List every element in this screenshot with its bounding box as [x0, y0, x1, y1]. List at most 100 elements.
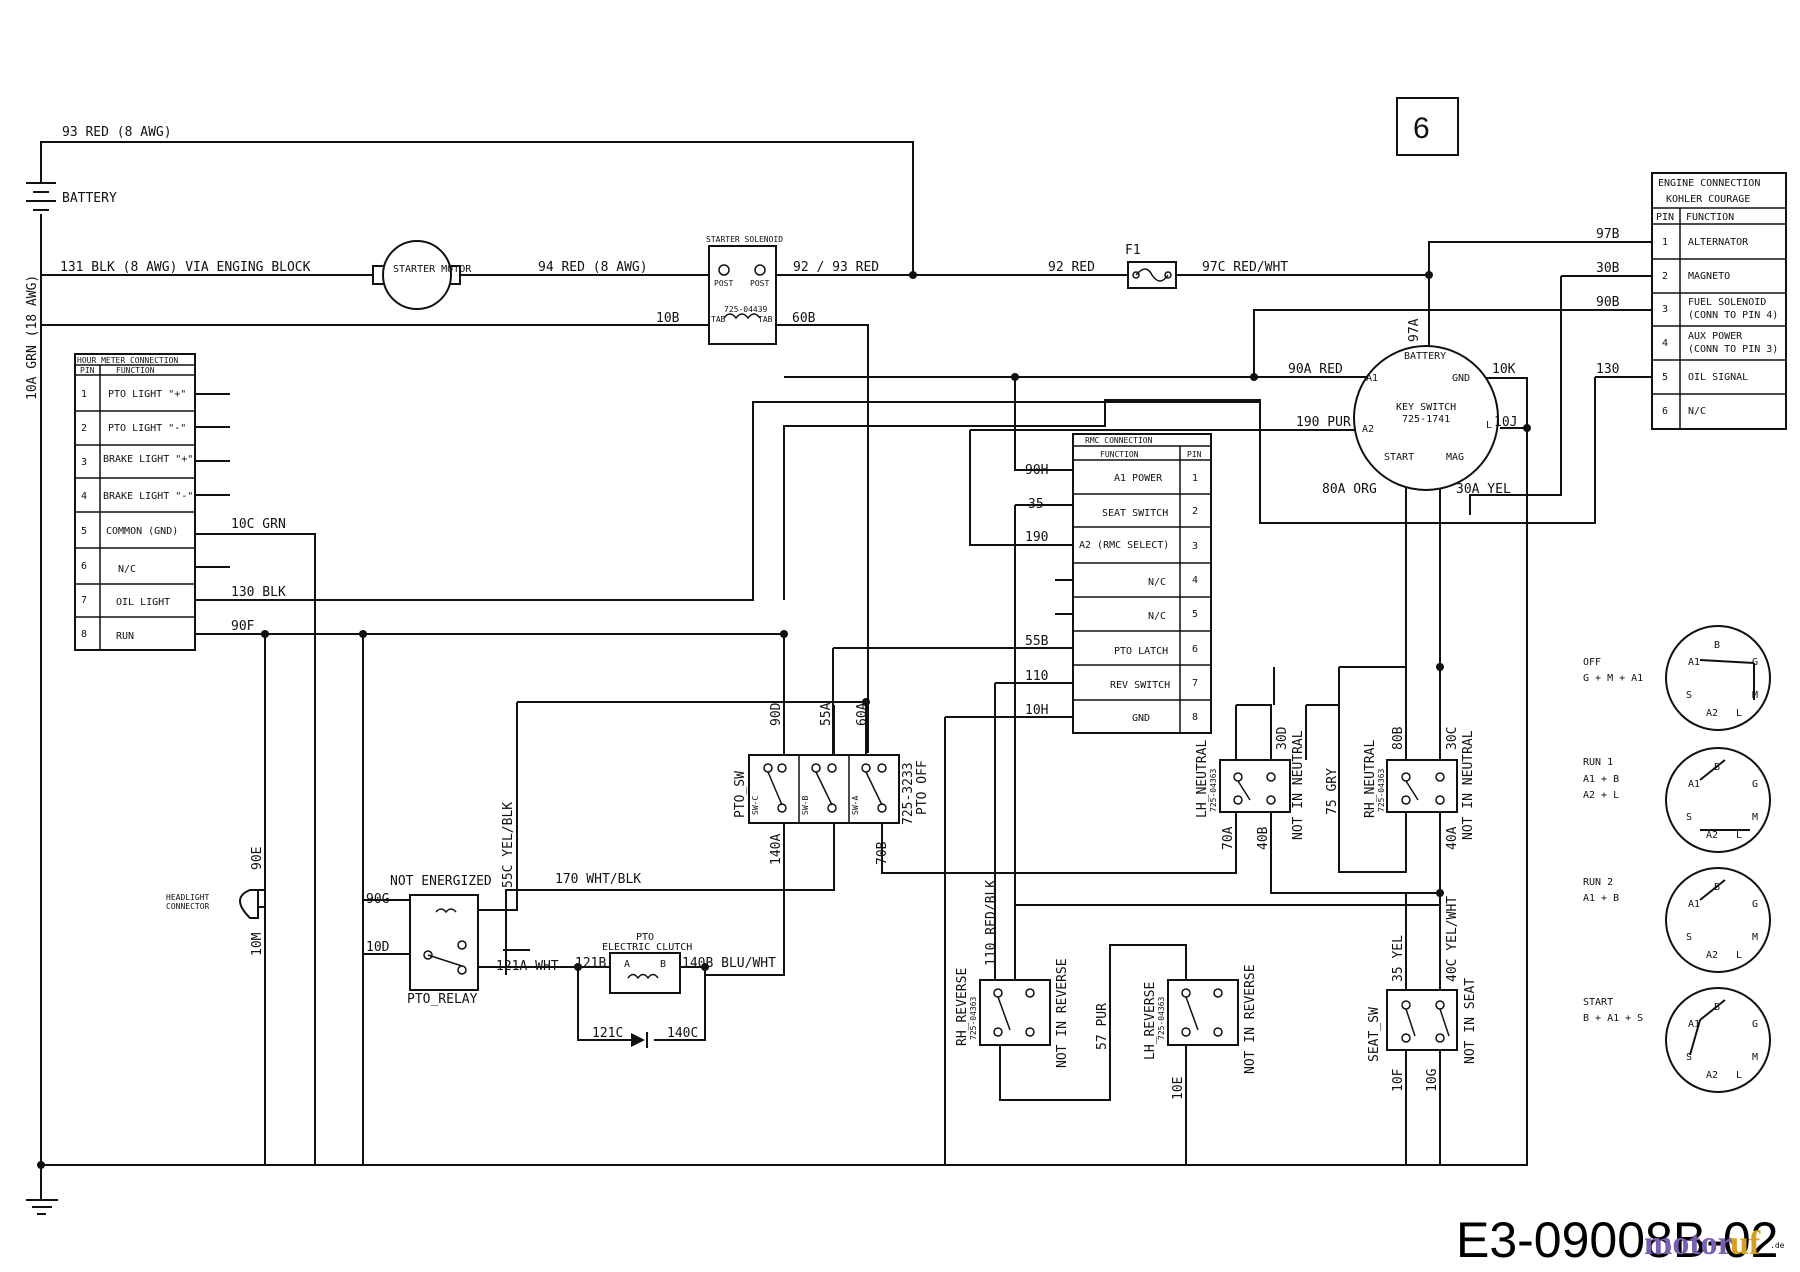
ec-function: OIL SIGNAL: [1688, 372, 1748, 383]
wire-121a: 121A WHT: [496, 959, 559, 974]
rmc-function: PTO LATCH: [1114, 646, 1168, 657]
dial-s: S: [1686, 932, 1692, 943]
rh-neutral-name: RH_NEUTRAL: [1363, 740, 1378, 818]
wire-60a: 60A: [855, 702, 870, 726]
rh-neutral-part: 725-04363: [1377, 768, 1386, 812]
pto-sw-part: 725-3233: [901, 762, 916, 825]
wire-10g: 10G: [1425, 1068, 1440, 1092]
hm-pin: 2: [81, 423, 87, 434]
dial-l: L: [1736, 708, 1742, 719]
wire-10a: 10A GRN (18 AWG): [25, 275, 40, 400]
drawing-number: E3-09008B-02: [1456, 1212, 1778, 1268]
wire-30b: 30B: [1596, 261, 1620, 276]
ks-a1: A1: [1366, 373, 1378, 384]
rh-reverse-part: 725-04363: [969, 996, 978, 1040]
ec-pin: 2: [1662, 271, 1668, 282]
hm-function: PTO LIGHT "+": [108, 389, 186, 400]
starter-solenoid: [708, 245, 777, 345]
engine-title-1: ENGINE CONNECTION: [1658, 178, 1760, 189]
dial-b: B: [1714, 640, 1720, 651]
wire-55b: 55B: [1025, 634, 1049, 649]
battery-label: BATTERY: [62, 191, 117, 206]
ground-icon: [26, 1199, 58, 1215]
wire-75-gry: 75 GRY: [1325, 768, 1340, 815]
watermark-b: uf: [1730, 1225, 1761, 1262]
wire-140a: 140A: [769, 834, 784, 865]
wire-70a: 70A: [1221, 826, 1236, 850]
ec-function: ALTERNATOR: [1688, 237, 1749, 248]
rh-neutral-state: NOT IN NEUTRAL: [1461, 730, 1476, 840]
lh-neutral-part: 725-04363: [1209, 768, 1218, 812]
dial-a2: A2: [1706, 830, 1718, 841]
starter-motor-label: STARTER MOTOR: [393, 264, 472, 275]
kp-off-combo: G + M + A1: [1583, 673, 1643, 684]
ec-pin: 3: [1662, 304, 1668, 315]
wire-10b: 10B: [656, 311, 680, 326]
fuse-label: F1: [1125, 243, 1141, 258]
wire-110-red: 110 RED/BLK: [984, 880, 999, 966]
rh-reverse-switch: [979, 979, 1051, 1046]
ks-battery: BATTERY: [1404, 351, 1446, 362]
engine-col-pin: PIN: [1656, 212, 1674, 223]
starter-motor: [372, 240, 461, 310]
dial-b: B: [1714, 882, 1720, 893]
wire-55c: 55C YEL/BLK: [501, 802, 516, 888]
seat-switch: [1386, 989, 1458, 1051]
rmc-connection-table: [1072, 433, 1212, 734]
pto-switch: [748, 754, 900, 824]
dial-g: G: [1752, 1019, 1758, 1030]
wire-35: 35: [1028, 497, 1044, 512]
rmc-col-function: FUNCTION: [1100, 450, 1139, 459]
hm-function: OIL LIGHT: [116, 597, 170, 608]
diode-icon: [631, 1032, 648, 1048]
rmc-function: GND: [1132, 713, 1150, 724]
hm-function: RUN: [116, 631, 134, 642]
key-dial-run1: [1665, 747, 1771, 853]
dial-m: M: [1752, 690, 1758, 701]
dial-letters: B A1 G S M A2 L B A1 G S M A2 L B A1 G S…: [1686, 640, 1758, 1081]
rh-neutral-switch: [1386, 759, 1458, 813]
dial-a1: A1: [1688, 657, 1700, 668]
wire-10j: 10J: [1494, 415, 1517, 430]
wire-10c: 10C GRN: [231, 517, 286, 532]
ks-start: START: [1384, 452, 1414, 463]
seat-sw-name: SEAT_SW: [1367, 1007, 1382, 1062]
headlight-connector: [239, 860, 266, 940]
lh-reverse-part: 725-04363: [1157, 996, 1166, 1040]
rmc-col-pin: PIN: [1187, 450, 1202, 459]
ks-part: 725-1741: [1402, 414, 1450, 425]
pto-clutch: [609, 952, 681, 994]
kp-run1-combo-2: A2 + L: [1583, 790, 1619, 801]
dial-a1: A1: [1688, 1019, 1700, 1030]
lh-neutral-state: NOT IN NEUTRAL: [1291, 730, 1306, 840]
dial-b: B: [1714, 762, 1720, 773]
rmc-pin: 1: [1192, 473, 1198, 484]
kp-off-name: OFF: [1583, 657, 1601, 668]
wire-121c: 121C: [592, 1026, 623, 1041]
wire-131: 131 BLK (8 AWG) VIA ENGING BLOCK: [60, 260, 311, 275]
wire-92-93: 92 / 93 RED: [793, 260, 879, 275]
dial-l: L: [1736, 950, 1742, 961]
dial-g: G: [1752, 657, 1758, 668]
pto-sw-a: SW-A: [851, 796, 860, 815]
hm-function: BRAKE LIGHT "-": [103, 491, 193, 502]
rmc-rows: A1 POWER 1 SEAT SWITCH 2 A2 (RMC SELECT)…: [1079, 473, 1198, 724]
rmc-pin: 2: [1192, 506, 1198, 517]
wire-190: 190: [1025, 530, 1048, 545]
wire-10e: 10E: [1171, 1077, 1186, 1100]
lh-reverse-state: NOT IN REVERSE: [1243, 964, 1258, 1074]
junction-dots: [37, 271, 1531, 1169]
hm-pin: 5: [81, 526, 87, 537]
clutch-label-2: ELECTRIC CLUTCH: [602, 942, 692, 953]
clutch-label-1: PTO: [636, 932, 654, 943]
rmc-pin: 3: [1192, 541, 1198, 552]
wire-40b: 40B: [1256, 826, 1271, 850]
hm-pin: 3: [81, 457, 87, 468]
key-dial-run2: [1665, 867, 1771, 973]
engine-title-2: KOHLER COURAGE: [1666, 194, 1750, 205]
ec-function: FUEL SOLENOID: [1688, 297, 1766, 308]
lh-neutral-name: LH_NEUTRAL: [1195, 740, 1210, 818]
ec-pin: 6: [1662, 406, 1668, 417]
hm-pin: 6: [81, 561, 87, 572]
